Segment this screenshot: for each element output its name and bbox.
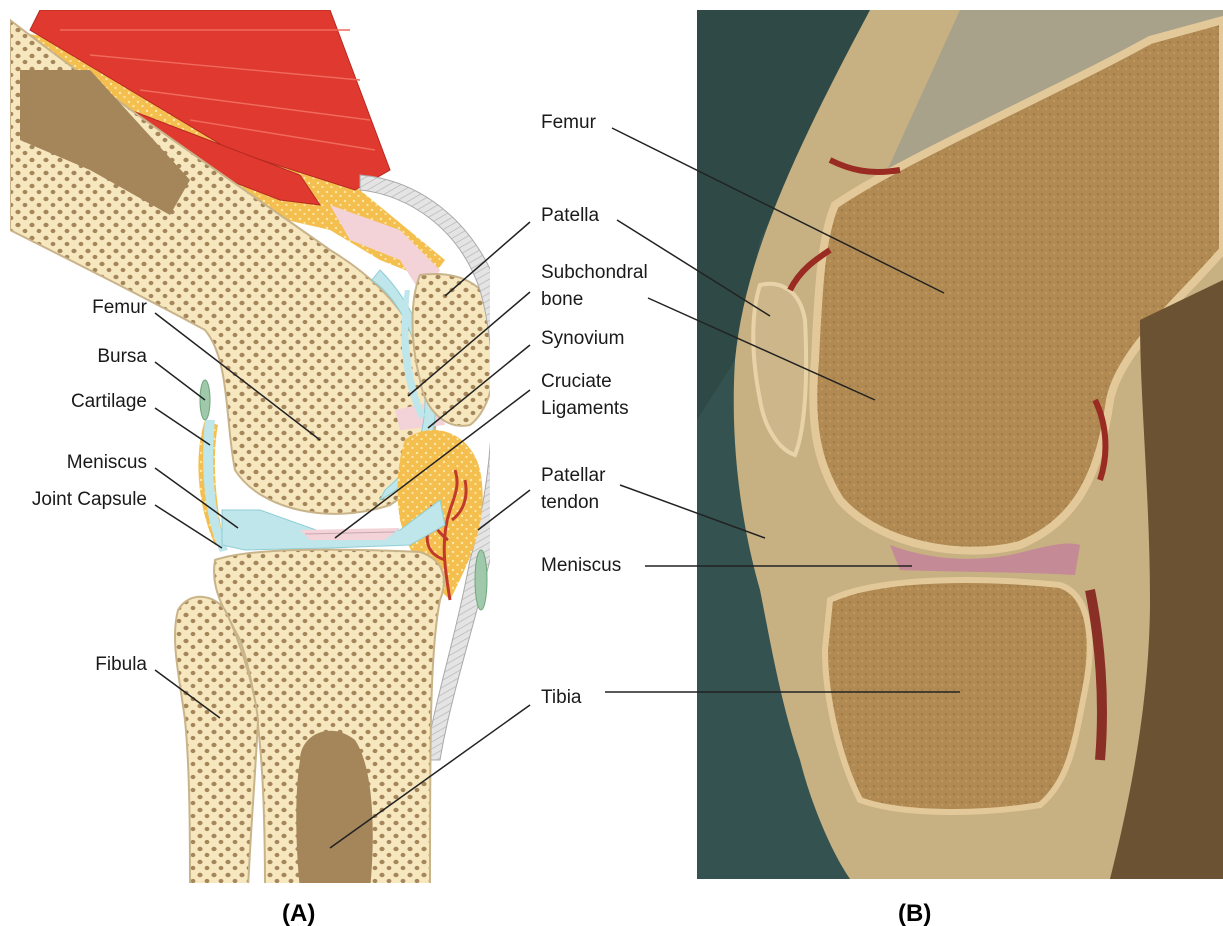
tibia-marrow [296,731,373,890]
bursa-suprapatellar [511,310,521,390]
label-patellar-line1: Patellar [541,463,605,489]
label-meniscus-b: Meniscus [541,553,621,579]
label-cartilage: Cartilage [71,389,147,415]
label-femur-b: Femur [541,110,596,136]
label-bursa: Bursa [97,344,147,370]
label-joint-capsule: Joint Capsule [32,487,147,513]
label-tibia: Tibia [541,685,581,711]
caption-panel-b: (B) [898,900,931,926]
label-cruciate-line2: Ligaments [541,396,629,422]
label-femur-a: Femur [92,295,147,321]
caption-panel-a: (A) [282,900,315,926]
bursa-infrapatellar [475,550,487,610]
label-patellar-line2: tendon [541,490,599,516]
label-fibula: Fibula [95,652,147,678]
leader-meniscus-a [155,468,238,528]
label-subchondral-line1: Subchondral [541,260,648,286]
photo-tibia [825,580,1090,812]
leader-bursa [155,362,205,400]
label-synovium: Synovium [541,326,624,352]
label-subchondral-line2: bone [541,287,583,313]
label-cruciate-line1: Cruciate [541,369,612,395]
panel-b-photo [697,10,1223,879]
label-patella: Patella [541,203,599,229]
label-meniscus-a: Meniscus [67,450,147,476]
